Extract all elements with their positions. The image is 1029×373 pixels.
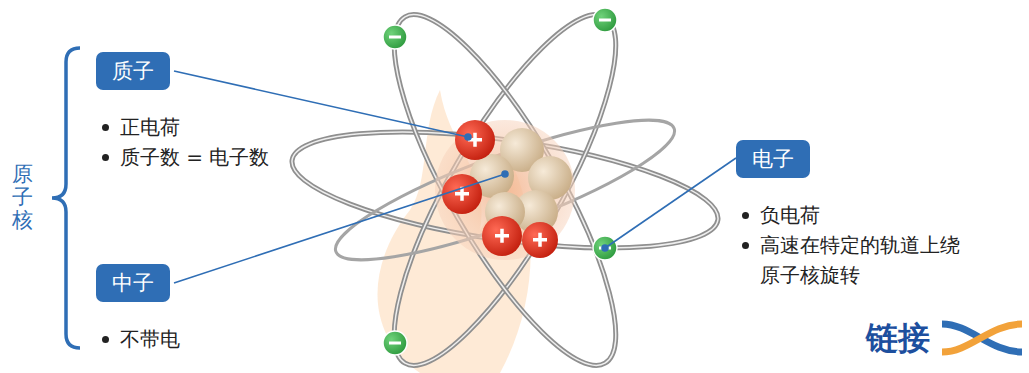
bullet-note: 正电荷 (96, 112, 316, 142)
orbit (285, 111, 725, 270)
electron (383, 331, 407, 355)
bullet-note: 不带电 (96, 324, 316, 354)
plus-signs (455, 133, 547, 247)
minus-sign (389, 342, 401, 345)
labelled-part: 电子负电荷高速在特定的轨道上绕原子核旋转 (736, 140, 968, 290)
electrons (383, 8, 617, 355)
leader-dot (602, 245, 608, 251)
orbit (357, 0, 652, 373)
vertical-label: 原子核 (12, 163, 33, 232)
leader-dot (465, 134, 471, 140)
logo-icon (942, 324, 1022, 352)
bullet-note: 质子数 = 电子数 (96, 142, 316, 172)
logo-band (942, 324, 1022, 352)
electron (593, 8, 617, 32)
bullet-note: 负电荷 (736, 200, 968, 230)
leader-line (174, 174, 505, 283)
minus-sign (389, 36, 401, 39)
part-heading: 电子 (736, 140, 810, 178)
orbit-highlight (357, 0, 652, 373)
minus-sign (599, 19, 611, 22)
bullet-note: 高速在特定的轨道上绕原子核旋转 (736, 230, 968, 290)
electron (593, 236, 617, 260)
proton (442, 174, 482, 214)
plus-sign (500, 229, 504, 243)
proton (455, 120, 495, 160)
orbit (324, 96, 686, 285)
leader-dot (502, 171, 508, 177)
curly-bracket (52, 48, 80, 348)
leader-line (605, 158, 736, 248)
leader-line (174, 71, 468, 137)
plus-sign (538, 233, 542, 247)
logo-text: 链接 (866, 318, 930, 358)
part-heading: 中子 (96, 264, 170, 302)
labelled-part: 质子正电荷质子数 = 电子数 (96, 52, 316, 172)
proton (482, 216, 522, 256)
logo-band (942, 324, 1022, 352)
orbit (357, 0, 652, 373)
orbit-highlight (357, 0, 652, 373)
plus-sign (473, 133, 477, 147)
leader-lines (174, 71, 736, 283)
labelled-part: 中子不带电 (96, 264, 316, 354)
proton (522, 222, 558, 258)
orbit-highlight (285, 111, 725, 270)
electron (383, 25, 407, 49)
orbits (285, 0, 725, 373)
part-heading: 质子 (96, 52, 170, 90)
